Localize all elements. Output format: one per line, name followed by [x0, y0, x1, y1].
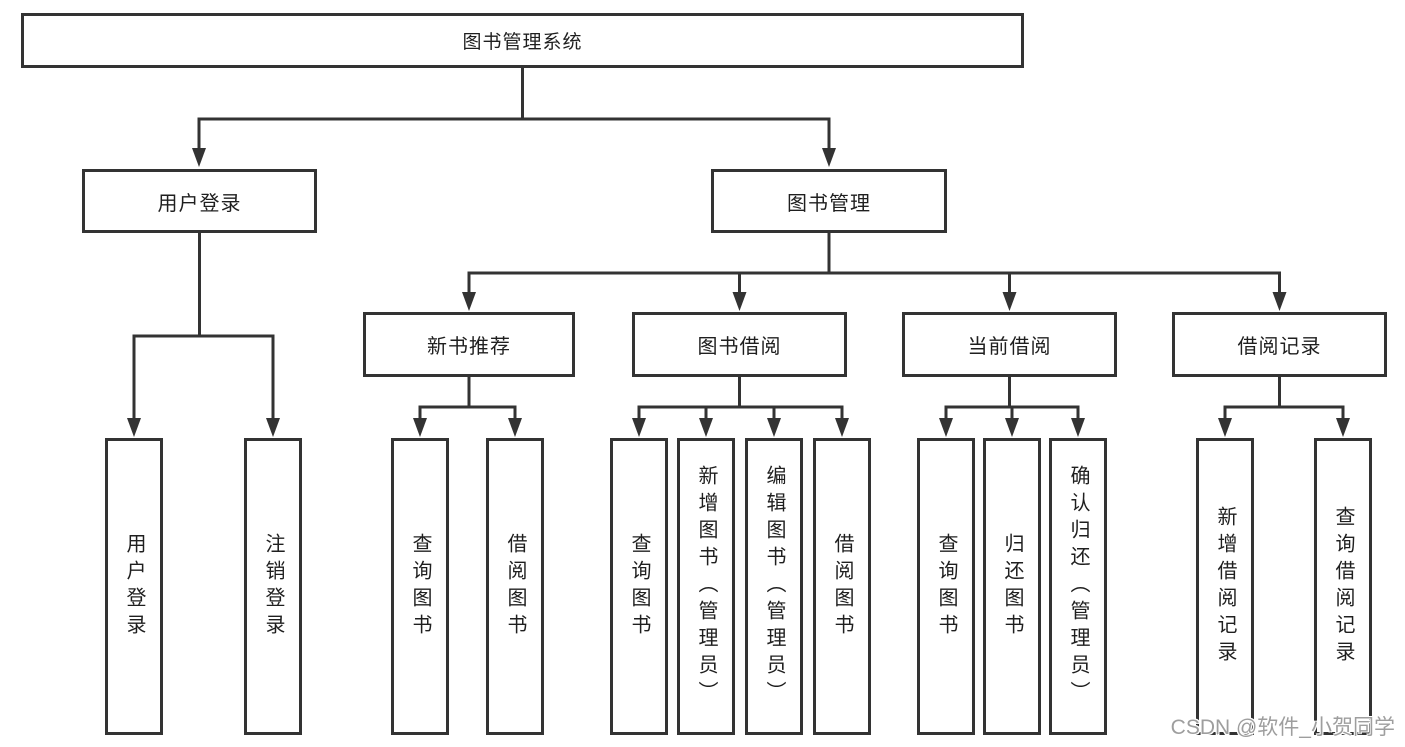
leaf-newbooks-query-books: 查询图书: [391, 438, 449, 735]
leaf-label: 注销登录: [262, 532, 284, 641]
leaf-label: 查询图书: [409, 532, 431, 641]
leaf-label: 借阅图书: [504, 532, 526, 641]
leaf-current-query-books: 查询图书: [917, 438, 975, 735]
csdn-watermark: CSDN @软件_小贺同学: [1170, 716, 1395, 739]
leaf-label: 借阅图书: [831, 532, 853, 641]
node-book-mgmt: 图书管理: [711, 169, 947, 233]
leaf-add-books-admin: 新增图书（管理员）: [677, 438, 735, 735]
node-current-borrow: 当前借阅: [902, 312, 1117, 377]
node-borrow-records: 借阅记录: [1172, 312, 1387, 377]
node-book-borrow: 图书借阅: [632, 312, 847, 377]
leaf-label: 新增借阅记录: [1214, 505, 1236, 668]
leaf-label: 查询图书: [628, 532, 650, 641]
leaf-borrow-query-books: 查询图书: [610, 438, 668, 735]
leaf-add-borrow-record: 新增借阅记录: [1196, 438, 1254, 735]
node-new-books: 新书推荐: [363, 312, 575, 377]
connector-newbooks-to-leaves: [413, 377, 522, 437]
leaf-confirm-return-admin: 确认归还（管理员）: [1049, 438, 1107, 735]
leaf-label: 用户登录: [123, 532, 145, 641]
leaf-edit-books-admin: 编辑图书（管理员）: [745, 438, 803, 735]
leaf-label: 编辑图书（管理员）: [763, 465, 785, 708]
leaf-user-login: 用户登录: [105, 438, 163, 735]
node-root: 图书管理系统: [21, 13, 1024, 68]
connector-borrowrecords-to-leaves: [1218, 377, 1350, 437]
connector-bookborrow-to-leaves: [632, 377, 849, 437]
leaf-return-books: 归还图书: [983, 438, 1041, 735]
leaf-borrow-books: 借阅图书: [813, 438, 871, 735]
leaf-label: 新增图书（管理员）: [695, 465, 717, 708]
leaf-label: 归还图书: [1001, 532, 1023, 641]
leaf-label: 确认归还（管理员）: [1067, 465, 1089, 708]
leaf-newbooks-borrow-books: 借阅图书: [486, 438, 544, 735]
leaf-query-borrow-record: 查询借阅记录: [1314, 438, 1372, 735]
connector-userlogin-to-leaves: [127, 233, 280, 437]
connector-root-to-level2: [192, 68, 836, 167]
connector-currentborrow-to-leaves: [939, 377, 1085, 437]
leaf-logout: 注销登录: [244, 438, 302, 735]
leaf-label: 查询借阅记录: [1332, 505, 1354, 668]
connector-bookmgmt-to-level3: [462, 233, 1287, 311]
node-user-login: 用户登录: [82, 169, 317, 233]
leaf-label: 查询图书: [935, 532, 957, 641]
